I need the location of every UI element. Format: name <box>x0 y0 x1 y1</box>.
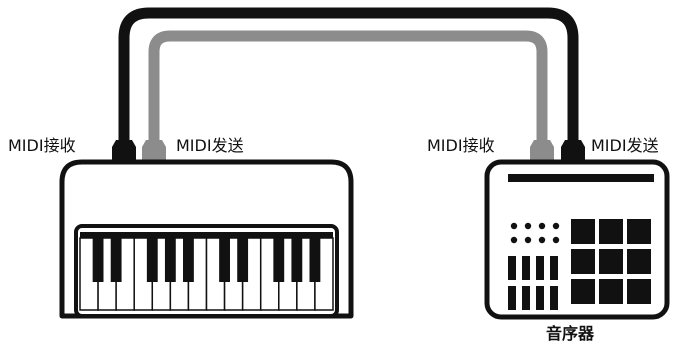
sequencer-device <box>484 159 670 320</box>
sequencer-pad <box>571 249 595 274</box>
sequencer-fader <box>550 286 558 310</box>
black-key <box>219 238 230 282</box>
keyboard-midi-in-label: MIDI接收 <box>8 136 76 155</box>
black-key <box>146 238 158 282</box>
sequencer-out-plug <box>561 140 585 162</box>
sequencer-pad <box>627 249 651 274</box>
black-key <box>92 238 104 282</box>
black-key <box>110 238 122 282</box>
sequencer-pad <box>571 279 595 304</box>
sequencer-display <box>508 174 654 182</box>
keyboard-out-plug <box>142 140 166 162</box>
keyboard-in-plug <box>112 140 136 162</box>
sequencer-fader <box>522 286 530 310</box>
keyboard-device <box>59 159 354 319</box>
black-key <box>309 238 321 282</box>
sequencer-pads <box>571 219 651 304</box>
sequencer-pad <box>599 249 623 274</box>
white-keys <box>79 237 334 311</box>
black-key <box>164 238 176 282</box>
sequencer-dot <box>538 222 546 230</box>
sequencer-dot <box>538 236 546 244</box>
midi-cable-gray <box>148 30 548 140</box>
sequencer-in-plug <box>530 140 554 162</box>
sequencer-dot <box>524 236 532 244</box>
sequencer-dot <box>552 222 560 230</box>
sequencer-pad <box>627 219 651 244</box>
sequencer-faders <box>508 256 558 310</box>
black-keys <box>92 238 321 282</box>
sequencer-pad <box>571 219 595 244</box>
midi-cable-dark <box>118 7 579 140</box>
sequencer-fader <box>508 256 516 280</box>
sequencer-pad <box>599 279 623 304</box>
sequencer-fader <box>550 256 558 280</box>
sequencer-name-label: 音序器 <box>546 324 595 343</box>
sequencer-pad <box>599 219 623 244</box>
sequencer-dot <box>510 236 518 244</box>
black-key <box>273 238 285 282</box>
black-key <box>183 238 194 282</box>
sequencer-fader <box>522 256 530 280</box>
sequencer-dot <box>524 222 532 230</box>
sequencer-midi-in-label: MIDI接收 <box>427 136 495 155</box>
sequencer-midi-out-label: MIDI发送 <box>591 136 659 155</box>
sequencer-dot <box>552 236 560 244</box>
sequencer-fader <box>508 286 516 310</box>
black-key <box>237 238 249 282</box>
sequencer-fader <box>536 286 544 310</box>
sequencer-button-dots <box>510 222 560 244</box>
sequencer-pad <box>627 279 651 304</box>
keyboard-midi-out-label: MIDI发送 <box>176 136 244 155</box>
sequencer-fader <box>536 256 544 280</box>
sequencer-dot <box>510 222 518 230</box>
keyboard-keys-top-strip <box>80 232 333 238</box>
black-key <box>291 238 303 282</box>
